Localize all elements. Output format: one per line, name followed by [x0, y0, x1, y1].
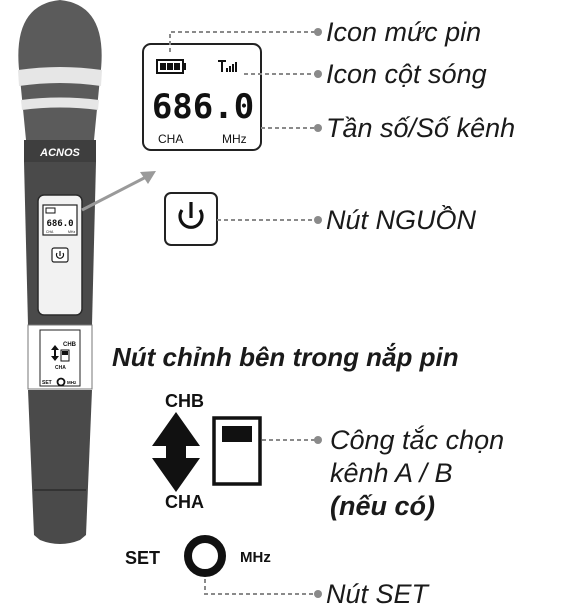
set-mhz-label: MHz [240, 549, 271, 566]
callout-frequency-channel: Tần số/Số kênh [326, 113, 515, 143]
callout-set-button: Nút SET [326, 579, 431, 605]
inner-mhz-label: MHz [67, 380, 77, 385]
leader-lines [169, 28, 322, 598]
lcd-frequency: 686.0 [152, 87, 254, 127]
mic-lcd-right-unit: MHz [68, 230, 75, 234]
mic-lcd-frequency: 686.0 [46, 219, 73, 229]
set-button[interactable] [184, 535, 226, 577]
callout-battery-icon: Icon mức pin [326, 17, 481, 47]
set-button-detail: SET MHz [125, 535, 271, 577]
callout-channel-switch-note: (nếu có) [330, 491, 435, 521]
switch-chb-label: CHB [165, 391, 204, 411]
power-button-detail [164, 192, 218, 246]
zoom-arrow [81, 171, 156, 212]
inner-cha-label: CHA [55, 365, 66, 371]
inner-set-button[interactable] [56, 377, 66, 387]
inner-switch-arrow-icon [51, 345, 59, 361]
inner-channel-switch[interactable] [60, 349, 70, 362]
power-button[interactable] [164, 192, 218, 246]
inner-panel [39, 329, 81, 387]
signal-icon [218, 60, 237, 72]
callout-power-button: Nút NGUỒN [326, 204, 477, 235]
inner-chb-label: CHB [63, 342, 77, 348]
mic-power-icon [55, 252, 65, 259]
mic-lcd-left-unit: CHA [46, 230, 54, 234]
lcd-detail: 686.0 CHA MHz [142, 43, 262, 151]
inner-buttons-title: Nút chỉnh bên trong nắp pin [112, 342, 459, 372]
inner-set-label: SET [42, 380, 52, 386]
mic-handle [28, 390, 92, 544]
set-label: SET [125, 548, 160, 568]
switch-cha-label: CHA [165, 492, 204, 512]
callout-channel-switch-line1: Công tắc chọn [330, 424, 504, 455]
power-icon [178, 209, 204, 229]
mic-lcd [42, 204, 78, 236]
microphone: ACNOS 686.0 CHA MHz CHB CHA SET MHz [18, 0, 102, 544]
channel-switch-detail: CHB CHA [152, 391, 262, 512]
switch-arrow-icon [152, 412, 200, 492]
lcd-right-unit: MHz [222, 132, 247, 146]
brand-logo: ACNOS [39, 147, 80, 159]
lcd-left-unit: CHA [158, 132, 183, 146]
callout-channel-switch-line2: kênh A / B [330, 458, 453, 488]
callout-signal-icon: Icon cột sóng [326, 59, 487, 89]
